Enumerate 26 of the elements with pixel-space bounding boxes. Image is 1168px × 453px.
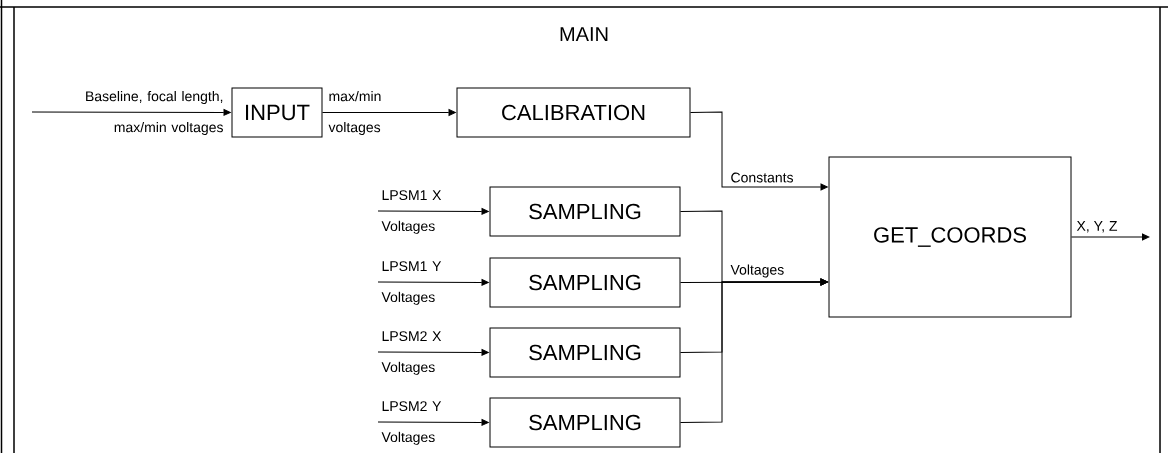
edge-label: LPSM2 Y Voltages xyxy=(381,401,442,445)
arrow xyxy=(322,109,456,116)
process-box: INPUT xyxy=(231,87,323,138)
edge-label: Voltages xyxy=(730,264,784,278)
edge-label: Constants xyxy=(731,172,794,183)
edge-label: LPSM1 X Voltages xyxy=(381,190,442,234)
process-box: SAMPLING xyxy=(489,327,681,378)
arrow xyxy=(690,111,828,191)
arrow xyxy=(680,278,828,423)
process-box: GET_COORDS xyxy=(828,156,1072,318)
process-box: SAMPLING xyxy=(489,257,681,308)
arrow xyxy=(377,208,489,215)
arrow xyxy=(377,279,489,286)
arrow xyxy=(377,419,489,426)
edge-label: Baseline, focal length, max/min voltages xyxy=(86,91,223,135)
edge-label: LPSM2 X Voltages xyxy=(381,331,442,375)
edge-label: max/min voltages xyxy=(328,91,381,135)
edge-label: LPSM1 Y Voltages xyxy=(381,261,442,305)
process-box: SAMPLING xyxy=(489,186,681,237)
arrow xyxy=(377,349,489,356)
edge-label: X, Y, Z xyxy=(1076,221,1118,233)
process-box: SAMPLING xyxy=(489,397,681,448)
arrow xyxy=(31,109,231,116)
title: MAIN xyxy=(560,27,608,41)
process-box: CALIBRATION xyxy=(456,87,691,138)
arrow xyxy=(1071,233,1150,241)
